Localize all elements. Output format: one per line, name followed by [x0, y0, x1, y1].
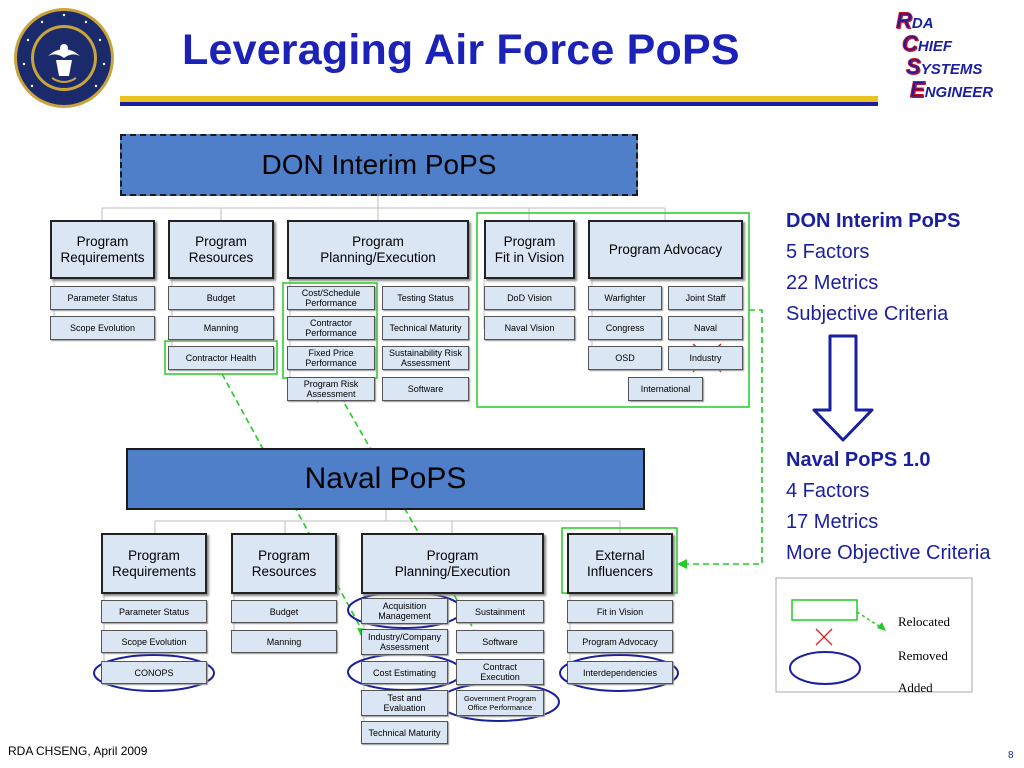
side-summary-don-interim: DON Interim PoPS 5 Factors 22 Metrics Su…	[786, 206, 960, 330]
legend-relocated-label: Relocated	[898, 614, 950, 629]
top-metric-congress: Congress	[588, 316, 662, 340]
side-summary-naval-criteria: More Objective Criteria	[786, 542, 991, 564]
side-summary-naval-factors: 4 Factors	[786, 480, 870, 502]
side-summary-naval-metrics: 17 Metrics	[786, 511, 879, 533]
navy-seal-logo	[14, 8, 114, 108]
top-metric-parameter-status: Parameter Status	[50, 286, 155, 310]
bottom-metric-software: Software	[456, 630, 544, 653]
top-metric-sustainability-risk-assessment: Sustainability Risk Assessment	[382, 346, 469, 370]
bottom-metric-parameter-status: Parameter Status	[101, 600, 207, 623]
top-metric-joint-staff: Joint Staff	[668, 286, 743, 310]
legend-removed-label: Removed	[898, 648, 948, 663]
bottom-metric-acquisition-management: Acquisition Management	[361, 598, 448, 624]
side-summary-don-criteria: Subjective Criteria	[786, 303, 949, 325]
bottom-metric-industry-company-assessment: Industry/Company Assessment	[361, 629, 448, 655]
top-metric-software: Software	[382, 377, 469, 401]
bottom-metric-contract-execution: Contract Execution	[456, 659, 544, 685]
bottom-metric-test-and-evaluation: Test and Evaluation	[361, 690, 448, 716]
bottom-factor-program-planning-execution: Program Planning/Execution	[361, 533, 544, 594]
top-metric-contractor-health: Contractor Health	[168, 346, 274, 370]
top-metric-budget: Budget	[168, 286, 274, 310]
top-metric-scope-evolution: Scope Evolution	[50, 316, 155, 340]
top-metric-cost-schedule-performance: Cost/Schedule Performance	[287, 286, 375, 310]
side-summary-don-metrics: 22 Metrics	[786, 272, 879, 294]
bottom-metric-fit-in-vision: Fit in Vision	[567, 600, 673, 623]
top-factor-program-advocacy: Program Advocacy	[588, 220, 743, 279]
top-metric-warfighter: Warfighter	[588, 286, 662, 310]
top-factor-program-resources: Program Resources	[168, 220, 274, 279]
logo-line-2: CHIEF	[902, 31, 953, 57]
top-metric-fixed-price-performance: Fixed Price Performance	[287, 346, 375, 370]
legend-added-label: Added	[898, 680, 933, 695]
bottom-factor-program-requirements: Program Requirements	[101, 533, 207, 594]
logo-line-1: RDA	[896, 8, 934, 34]
bottom-metric-technical-maturity: Technical Maturity	[361, 721, 448, 744]
side-summary-don-heading: DON Interim PoPS	[786, 210, 961, 232]
bottom-metric-scope-evolution: Scope Evolution	[101, 630, 207, 653]
top-metric-testing-status: Testing Status	[382, 286, 469, 310]
naval-pops-box: Naval PoPS	[126, 448, 645, 510]
logo-line-4: ENGINEER	[910, 77, 994, 103]
bottom-factor-program-resources: Program Resources	[231, 533, 337, 594]
bottom-metric-sustainment: Sustainment	[456, 600, 544, 623]
top-metric-manning: Manning	[168, 316, 274, 340]
bottom-metric-budget: Budget	[231, 600, 337, 623]
page-number: 8	[1008, 750, 1014, 761]
bottom-metric-manning: Manning	[231, 630, 337, 653]
top-metric-naval-vision: Naval Vision	[484, 316, 575, 340]
top-metric-contractor-performance: Contractor Performance	[287, 316, 375, 340]
bottom-metric-government-program-office-performance: Government Program Office Performance	[456, 690, 544, 716]
logo-line-3: SYSTEMS	[906, 54, 983, 80]
bottom-metric-program-advocacy: Program Advocacy	[567, 630, 673, 653]
side-summary-don-factors: 5 Factors	[786, 241, 870, 263]
title-rule-gold	[120, 96, 878, 102]
footer-text: RDA CHSENG, April 2009	[8, 744, 148, 758]
top-factor-program-requirements: Program Requirements	[50, 220, 155, 279]
top-factor-program-fit-in-vision: Program Fit in Vision	[484, 220, 575, 279]
top-metric-technical-maturity: Technical Maturity	[382, 316, 469, 340]
side-summary-naval-pops: Naval PoPS 1.0 4 Factors 17 Metrics More…	[786, 445, 991, 569]
title-rule-blue	[120, 102, 878, 106]
page-title: Leveraging Air Force PoPS	[182, 26, 740, 74]
top-metric-international: International	[628, 377, 703, 401]
top-metric-program-risk-assessment: Program Risk Assessment	[287, 377, 375, 401]
bottom-factor-external-influencers: External Influencers	[567, 533, 673, 594]
bottom-metric-cost-estimating: Cost Estimating	[361, 661, 448, 684]
top-metric-naval: Naval	[668, 316, 743, 340]
bottom-metric-interdependencies: Interdependencies	[567, 661, 673, 684]
bottom-metric-conops: CONOPS	[101, 661, 207, 684]
top-metric-osd: OSD	[588, 346, 662, 370]
side-summary-naval-heading: Naval PoPS 1.0	[786, 449, 931, 471]
top-metric-industry: Industry	[668, 346, 743, 370]
don-interim-pops-box: DON Interim PoPS	[120, 134, 638, 196]
top-factor-program-planning-execution: Program Planning/Execution	[287, 220, 469, 279]
top-metric-dod-vision: DoD Vision	[484, 286, 575, 310]
